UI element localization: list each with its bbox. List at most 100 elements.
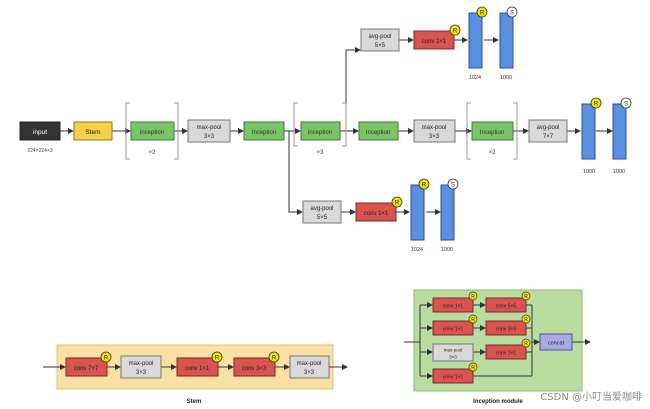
input-size-label: 224×224×3 bbox=[27, 148, 53, 154]
relu-badge bbox=[521, 338, 531, 348]
fc-dim-label: 1000 bbox=[583, 169, 595, 175]
avgpool-block bbox=[302, 200, 342, 224]
conv-label: conv 1×1 bbox=[443, 327, 464, 333]
conv-label: conv 7×7 bbox=[74, 366, 99, 372]
conv-label: conv 1×1 bbox=[422, 39, 447, 45]
inception-label: Inception bbox=[366, 130, 390, 136]
relu-badge-label: R bbox=[395, 201, 400, 207]
relu-badge bbox=[468, 362, 478, 372]
softmax-badge-label: S bbox=[624, 102, 628, 108]
relu-badge-label: R bbox=[524, 294, 528, 300]
repeat-brackets bbox=[125, 102, 518, 160]
relu-badge bbox=[268, 351, 280, 363]
input-block bbox=[19, 121, 61, 141]
avgpool-label: avg-pool bbox=[368, 34, 391, 40]
softmax-badge-label: S bbox=[451, 183, 455, 189]
maxpool-label: max-pool bbox=[444, 348, 463, 353]
relu-badge-label: R bbox=[471, 294, 475, 300]
relu-badge-label: R bbox=[471, 365, 475, 371]
inception-module-detail: conv 1×1 R conv 1×1 R max-pool 3×3 conv … bbox=[404, 289, 591, 405]
maxpool-label: max-pool bbox=[297, 361, 322, 367]
inception-block bbox=[130, 121, 175, 141]
maxpool-label: max-pool bbox=[129, 361, 154, 367]
maxpool-label: max-pool bbox=[422, 125, 447, 131]
inception-label: Inception bbox=[480, 130, 504, 136]
relu-badge-label: R bbox=[524, 341, 528, 347]
relu-badge bbox=[476, 6, 488, 18]
relu-badge-label: R bbox=[422, 183, 427, 189]
watermark: CSDN @小叮当爱咖啡 bbox=[540, 392, 642, 403]
softmax-badge bbox=[447, 178, 459, 190]
input-label: input bbox=[33, 129, 47, 136]
conv-label: conv 3×3 bbox=[242, 366, 267, 372]
conv-label: conv 5×5 bbox=[496, 304, 517, 310]
stem-detail: conv 7×7 R max-pool 3×3 conv 1×1 R conv … bbox=[43, 344, 348, 405]
maxpool-kernel: 3×3 bbox=[449, 355, 457, 360]
relu-badge-label: R bbox=[594, 102, 599, 108]
inception-block bbox=[300, 121, 341, 141]
relu-badge-label: R bbox=[104, 356, 109, 362]
fc-dim-label: 1000 bbox=[441, 247, 453, 253]
conv-3x3-block bbox=[485, 320, 527, 336]
avgpool-kernel: 7×7 bbox=[543, 134, 554, 140]
conv-1x1-block bbox=[432, 368, 474, 384]
inception-block bbox=[243, 121, 285, 141]
relu-badge bbox=[418, 178, 430, 190]
maxpool-block bbox=[187, 119, 231, 143]
repeat-label: ×2 bbox=[149, 150, 157, 156]
inception-block bbox=[358, 121, 399, 141]
fc-layer-1024 bbox=[410, 184, 425, 241]
maxpool-block bbox=[120, 355, 162, 379]
relu-badge-label: R bbox=[471, 317, 475, 323]
softmax-layer-1000 bbox=[499, 12, 514, 69]
avgpool-kernel: 5×5 bbox=[317, 215, 328, 221]
softmax-badge bbox=[620, 97, 632, 109]
maxpool-block bbox=[432, 343, 474, 362]
avgpool-label: avg-pool bbox=[536, 125, 559, 131]
conv-label: conv 3×3 bbox=[496, 327, 517, 333]
maxpool-kernel: 3×3 bbox=[136, 370, 147, 376]
softmax-layer-1000 bbox=[612, 103, 627, 160]
conv-1x1-block bbox=[432, 320, 474, 336]
relu-badge bbox=[521, 291, 531, 301]
relu-badge bbox=[521, 314, 531, 324]
relu-badge bbox=[590, 97, 602, 109]
softmax-badge bbox=[506, 6, 518, 18]
maxpool-kernel: 3×3 bbox=[204, 134, 215, 140]
relu-badge-label: R bbox=[453, 29, 458, 35]
concat-block bbox=[539, 333, 573, 351]
conv-label: conv 1×1 bbox=[496, 351, 517, 357]
inception-label: inception bbox=[308, 130, 332, 136]
conv-7x7-block bbox=[65, 357, 108, 377]
repeat-label: ×2 bbox=[489, 150, 497, 156]
fc-layer-1000 bbox=[581, 103, 596, 160]
relu-badge bbox=[468, 314, 478, 324]
maxpool-block bbox=[289, 355, 330, 379]
inception-module-caption: Inception module bbox=[473, 399, 523, 405]
fc-layer-1024 bbox=[468, 12, 483, 69]
inception-label: inception bbox=[140, 130, 164, 136]
maxpool-label: max-pool bbox=[197, 125, 222, 131]
relu-badge-label: R bbox=[215, 356, 220, 362]
relu-badge bbox=[100, 351, 112, 363]
avgpool-label: avg-pool bbox=[310, 206, 333, 212]
conv-1x1-block bbox=[176, 357, 219, 377]
stem-label: Stem bbox=[85, 129, 100, 136]
relu-badge bbox=[468, 291, 478, 301]
relu-badge-label: R bbox=[480, 11, 485, 17]
avgpool-block bbox=[528, 119, 568, 143]
stem-caption: Stem bbox=[187, 399, 202, 405]
inception-label: Inception bbox=[252, 130, 276, 136]
conv-3x3-block bbox=[233, 357, 276, 377]
relu-badge bbox=[449, 24, 461, 36]
conv-label: conv 1×1 bbox=[443, 375, 464, 381]
relu-badge bbox=[211, 351, 223, 363]
relu-badge-label: R bbox=[524, 317, 528, 323]
repeat-label: ×3 bbox=[317, 150, 325, 156]
fc-dim-label: 1024 bbox=[469, 75, 481, 81]
maxpool-kernel: 3×3 bbox=[304, 370, 315, 376]
fc-dim-label: 1000 bbox=[613, 169, 625, 175]
fc-dim-label: 1024 bbox=[411, 247, 423, 253]
avgpool-kernel: 5×5 bbox=[375, 43, 386, 49]
conv-1x1-block bbox=[355, 202, 397, 222]
